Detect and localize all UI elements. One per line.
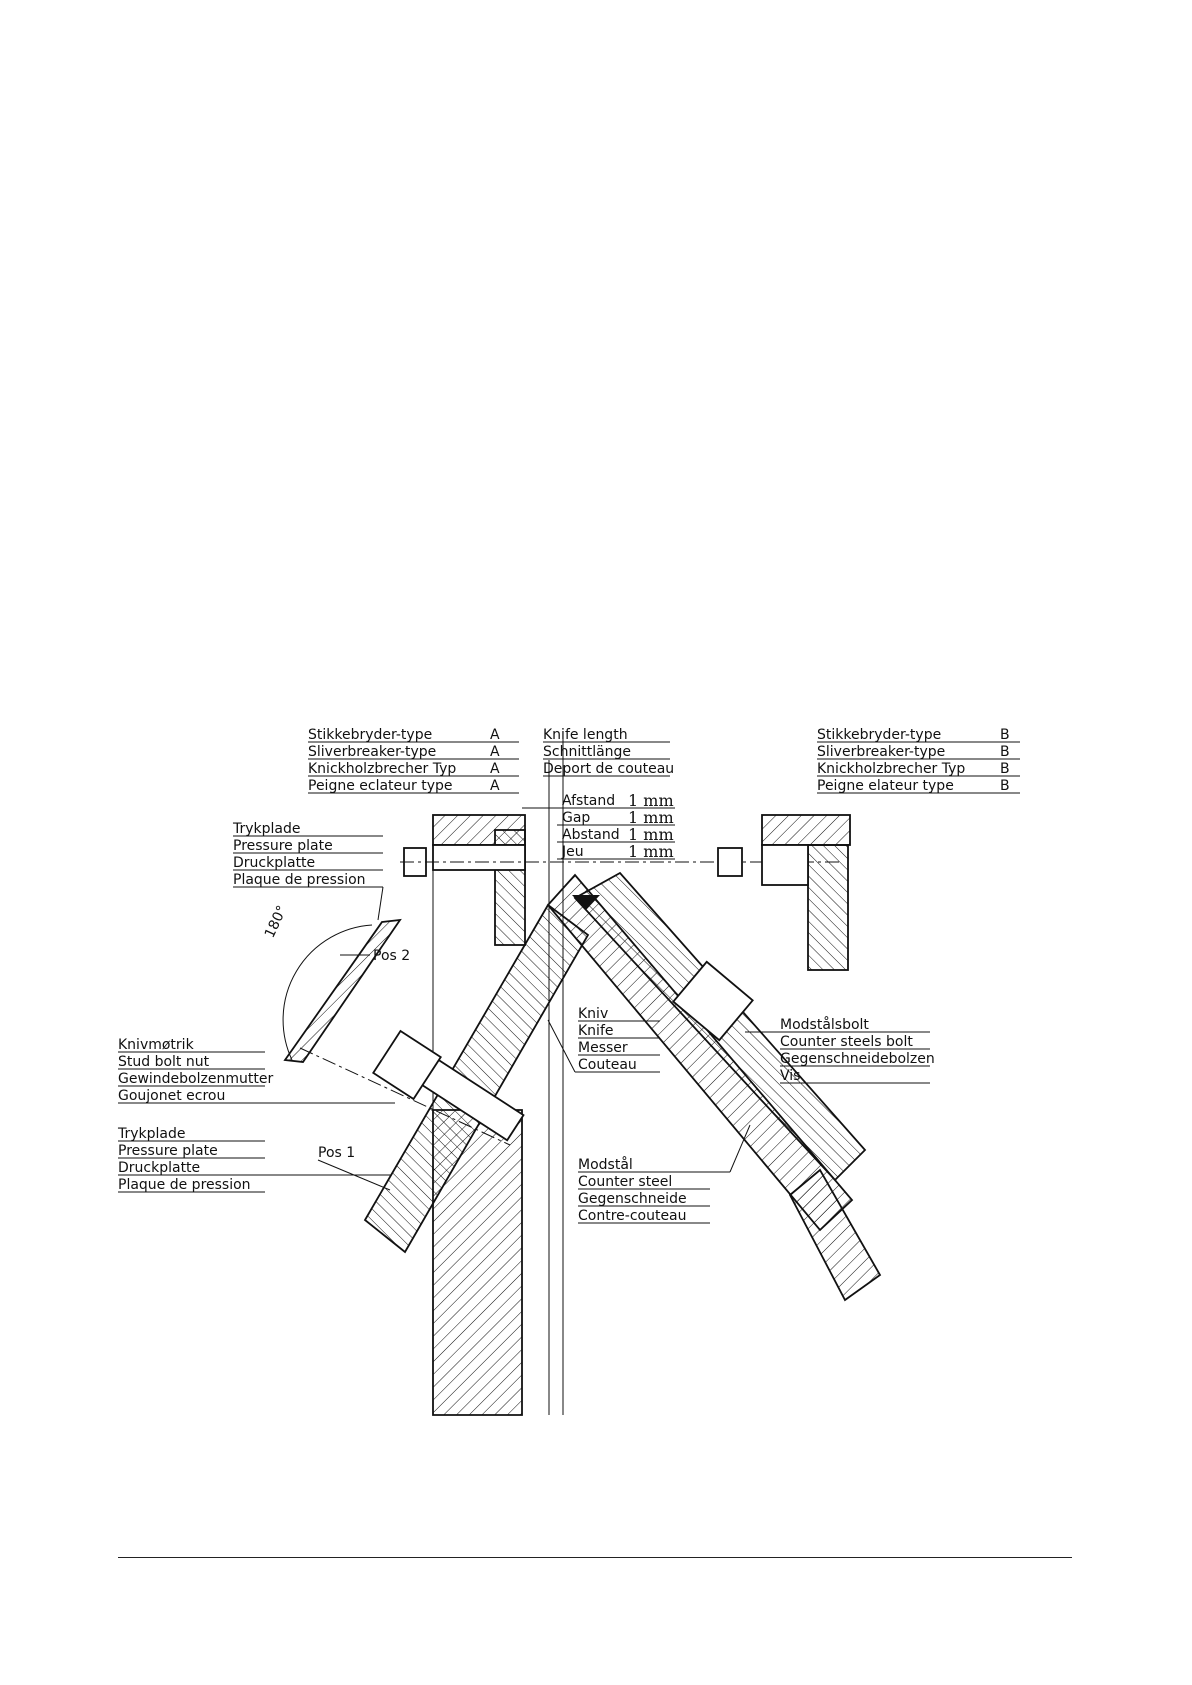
type-a-label: Peigne eclateur type <box>308 778 453 794</box>
counter-steel <box>546 873 854 1232</box>
counter-steel-tail <box>788 1168 882 1302</box>
gap-value: 1 mm <box>628 808 674 827</box>
bolt-head-b <box>717 847 743 877</box>
counter-steel-bolt-label: Gegenschneidebolzen <box>780 1051 935 1067</box>
gap-label: Afstand <box>562 793 615 809</box>
leader-counter-steel-diag <box>729 1124 751 1173</box>
pressure-plate-bottom-label: Druckplatte <box>118 1160 200 1176</box>
knife-length-label: Deport de couteau <box>543 761 674 777</box>
pressure-plate-bottom-label: Trykplade <box>117 1126 186 1142</box>
counter-steel-bolt-label: Vis <box>780 1068 800 1084</box>
counter-steel-bolt-label: Counter steels bolt <box>780 1034 913 1050</box>
stud-bolt-nut-label: Gewindebolzenmutter <box>118 1071 273 1087</box>
gap-label: Jeu <box>561 844 584 860</box>
gap-value: 1 mm <box>628 825 674 844</box>
pos1-rule <box>317 1159 391 1191</box>
counter-steel-label: Contre-couteau <box>578 1208 687 1224</box>
knife-tip-wedge <box>572 895 600 910</box>
angle-label: 180° <box>262 903 291 940</box>
pos1-label: Pos 1 <box>318 1145 355 1161</box>
stud-bolt-nut <box>372 1029 442 1101</box>
type-b-label: Stikkebryder-type <box>817 727 941 743</box>
pressure-plate-top-label: Druckplatte <box>233 855 315 871</box>
type-b-label: Knickholzbrecher Typ <box>817 761 965 777</box>
pos2-leader-axis <box>299 1047 511 1146</box>
knife-length-label: Knife length <box>543 727 628 743</box>
pressure-plate-bottom-label: Pressure plate <box>118 1143 218 1159</box>
stud-bolt-nut-label: Goujonet ecrou <box>118 1088 225 1104</box>
counter-steel-bolt-head <box>672 960 754 1042</box>
gap-label: Gap <box>562 810 590 826</box>
type-a-code: A <box>490 727 500 743</box>
type-a-code: A <box>490 761 500 777</box>
stud-bolt-nut-label: Stud bolt nut <box>118 1054 210 1070</box>
counter-steel-label: Modstål <box>578 1156 633 1173</box>
gap-label: Abstand <box>562 827 620 843</box>
type-b-label: Peigne elateur type <box>817 778 954 794</box>
type-b-code: B <box>1000 761 1010 777</box>
type-a-label: Stikkebryder-type <box>308 727 432 743</box>
leader-pressure-plate-top-diag <box>377 886 384 921</box>
knife-label: Messer <box>578 1040 628 1056</box>
type-b-code: B <box>1000 744 1010 760</box>
pressure-plate-pos2 <box>283 918 402 1063</box>
pos2-label: Pos 2 <box>373 948 410 964</box>
mount-block-b <box>761 814 851 846</box>
mount-flange-a <box>432 844 526 871</box>
type-b-label: Sliverbreaker-type <box>817 744 945 760</box>
counter-steel-label: Counter steel <box>578 1174 672 1190</box>
type-b-code: B <box>1000 727 1010 743</box>
gap-value: 1 mm <box>628 791 674 810</box>
rotation-arc <box>282 924 373 1061</box>
leader-knife <box>547 1019 576 1073</box>
gap-value: 1 mm <box>628 842 674 861</box>
pressure-plate-top-label: Plaque de pression <box>233 872 366 888</box>
type-b-code: B <box>1000 778 1010 794</box>
mount-plate-b <box>807 844 849 971</box>
mount-flange-b <box>761 844 809 886</box>
type-a-code: A <box>490 778 500 794</box>
type-a-label: Knickholzbrecher Typ <box>308 761 456 777</box>
stud-bolt-nut-label: Knivmøtrik <box>118 1037 195 1053</box>
knife-length-label: Schnittlänge <box>543 744 631 760</box>
pressure-plate-bottom-label: Plaque de pression <box>118 1177 251 1193</box>
knife-label: Knife <box>578 1023 614 1039</box>
knife-label: Couteau <box>578 1057 637 1073</box>
type-a-label: Sliverbreaker-type <box>308 744 436 760</box>
counter-steel-label: Gegenschneide <box>578 1191 687 1207</box>
footer-rule <box>118 1557 1072 1558</box>
pressure-plate-top-label: Pressure plate <box>233 838 333 854</box>
type-a-code: A <box>490 744 500 760</box>
knife-label: Kniv <box>578 1006 608 1022</box>
pressure-plate-top-label: Trykplade <box>232 821 301 837</box>
counter-steel-bolt-label: Modstålsbolt <box>780 1016 869 1033</box>
